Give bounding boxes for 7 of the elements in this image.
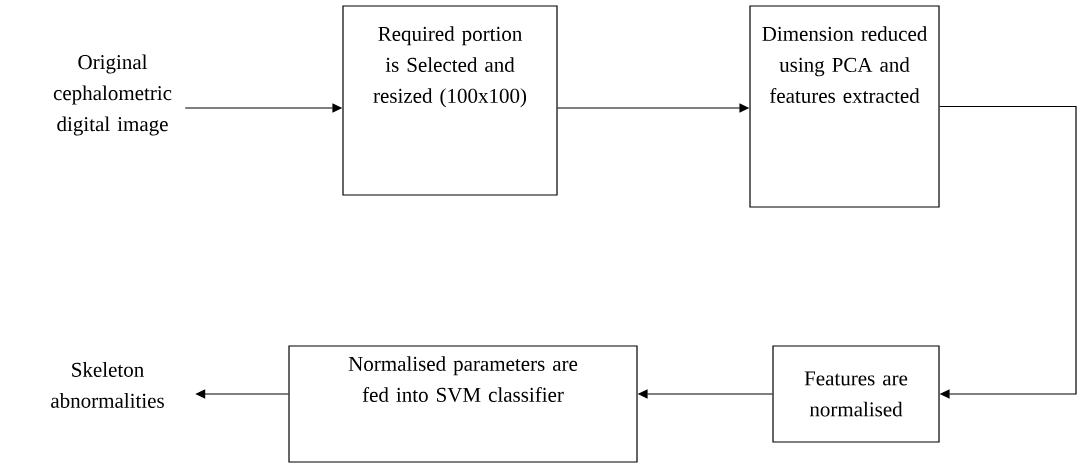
process-box: Features are normalised <box>772 345 940 443</box>
process-box: Normalised parameters are fed into SVM classifier <box>288 345 638 463</box>
arrow <box>939 105 1077 399</box>
text-label: Original cephalometric digital image <box>53 54 172 136</box>
text-label: Skeleton abnormalities <box>51 362 164 408</box>
process-box: Required portion is Selected and resized (100x100) <box>342 5 558 196</box>
process-box: Dimension reduced using PCA and features extracted <box>749 5 940 208</box>
